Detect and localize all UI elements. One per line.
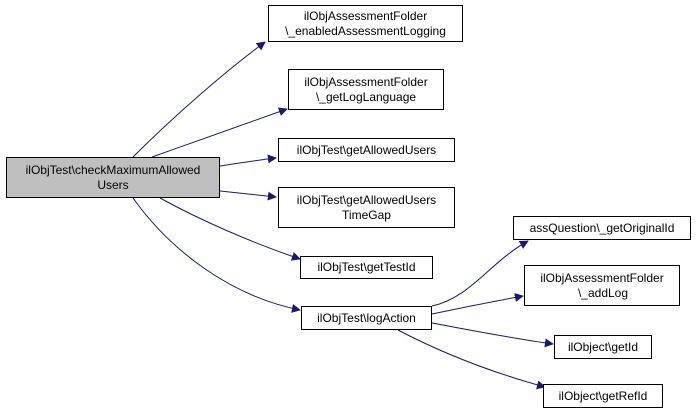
node-add-log-line1: ilObjAssessmentFolder	[540, 270, 664, 285]
edge-log-action-to-get-ref-id	[397, 329, 546, 390]
edge-log-action-to-get-id	[431, 322, 554, 348]
node-get-allowed-users-time-gap-line2: TimeGap	[342, 207, 391, 222]
node-root-line2: Users	[97, 177, 129, 192]
edge-root-to-get-test-id	[159, 197, 301, 261]
node-get-id[interactable]: ilObject\getId	[554, 335, 652, 359]
node-get-log-language[interactable]: ilObjAssessmentFolder \_getLogLanguage	[288, 69, 444, 110]
node-get-allowed-users-time-gap[interactable]: ilObjTest\getAllowedUsers TimeGap	[278, 187, 455, 228]
edge-log-action-to-get-original-id	[431, 240, 529, 307]
node-enabled-assessment-logging-line2: \_enabledAssessmentLogging	[285, 23, 446, 38]
edge-root-to-log-action	[132, 197, 301, 313]
node-enabled-assessment-logging[interactable]: ilObjAssessmentFolder \_enabledAssessmen…	[268, 5, 463, 42]
node-get-test-id-line1: ilObjTest\getTestId	[317, 260, 416, 274]
node-get-allowed-users-time-gap-line1: ilObjTest\getAllowedUsers	[296, 192, 437, 207]
node-get-test-id[interactable]: ilObjTest\getTestId	[300, 256, 433, 279]
node-root: ilObjTest\checkMaximumAllowed Users	[6, 157, 220, 198]
node-get-ref-id[interactable]: ilObject\getRefId	[543, 384, 663, 408]
node-get-original-id-line1: assQuestion\_getOriginalId	[529, 220, 675, 235]
node-enabled-assessment-logging-line1: ilObjAssessmentFolder	[303, 8, 428, 23]
node-log-action-line1: ilObjTest\logAction	[317, 310, 416, 325]
node-add-log[interactable]: ilObjAssessmentFolder \_addLog	[524, 265, 680, 306]
edge-root-to-get-log-language	[151, 107, 288, 158]
edge-log-action-to-add-log	[431, 293, 524, 315]
edge-root-to-get-allowed-users	[219, 154, 277, 167]
node-add-log-line2: \_addLog	[577, 285, 629, 300]
node-get-allowed-users[interactable]: ilObjTest\getAllowedUsers	[278, 138, 455, 162]
node-get-ref-id-line1: ilObject\getRefId	[558, 388, 648, 403]
node-root-line1: ilObjTest\checkMaximumAllowed	[25, 162, 201, 177]
edge-root-to-get-allowed-users-time-gap	[219, 190, 277, 201]
edge-root-to-enabled-assessment-logging	[132, 41, 266, 158]
node-get-log-language-line1: ilObjAssessmentFolder	[304, 74, 428, 89]
node-get-allowed-users-line1: ilObjTest\getAllowedUsers	[296, 142, 437, 157]
node-log-action[interactable]: ilObjTest\logAction	[301, 306, 432, 330]
node-get-log-language-line2: \_getLogLanguage	[315, 89, 417, 104]
node-get-id-line1: ilObject\getId	[567, 339, 639, 354]
node-get-original-id[interactable]: assQuestion\_getOriginalId	[513, 216, 691, 240]
